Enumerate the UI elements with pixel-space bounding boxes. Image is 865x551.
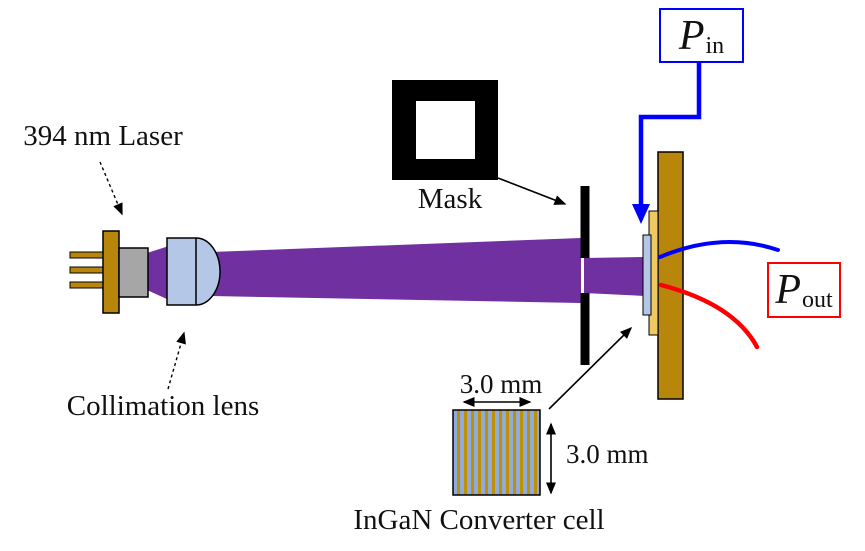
cell-mount-bar (657, 151, 684, 400)
laser-pin-top (69, 251, 105, 259)
laser-label: 394 nm Laser (23, 120, 183, 152)
collimation-lens-label: Collimation lens (66, 390, 260, 422)
laser-beam-main (211, 238, 581, 303)
mask-symbol-aperture (416, 101, 475, 159)
laser-pin-bottom (69, 281, 105, 289)
collimation-lens-shape (166, 237, 221, 306)
p-in-symbol: P (678, 12, 705, 59)
p-out-subscript: out (801, 287, 833, 313)
cell-width-label: 3.0 mm (459, 369, 543, 399)
cell-pointer-arrow (548, 326, 633, 410)
mask-slit-top (580, 186, 590, 258)
converter-cell-detail (452, 409, 541, 496)
p-out-symbol: P (775, 267, 801, 313)
laser-diode-body (118, 247, 149, 298)
laser-pointer-arrow (99, 161, 123, 216)
p-in-arrowhead-icon (632, 204, 650, 224)
p-in-pointer-line (638, 62, 702, 205)
mask-pointer-arrow (497, 177, 567, 205)
output-light-blue-curve (658, 239, 780, 259)
converter-cell-label: InGaN Converter cell (353, 504, 605, 536)
output-light-red-curve (658, 282, 760, 350)
mask-slit-bottom (580, 293, 590, 365)
cell-height-label: 3.0 mm (566, 439, 649, 469)
laser-beam-cone (147, 246, 169, 300)
laser-pin-middle (69, 266, 105, 274)
converter-cell-shape (642, 234, 652, 316)
mask-label: Mask (417, 183, 483, 215)
p-in-subscript: in (705, 32, 725, 59)
laser-mount-plate (102, 230, 120, 314)
laser-beam-through-mask (584, 257, 645, 296)
lens-pointer-arrow (167, 331, 186, 390)
